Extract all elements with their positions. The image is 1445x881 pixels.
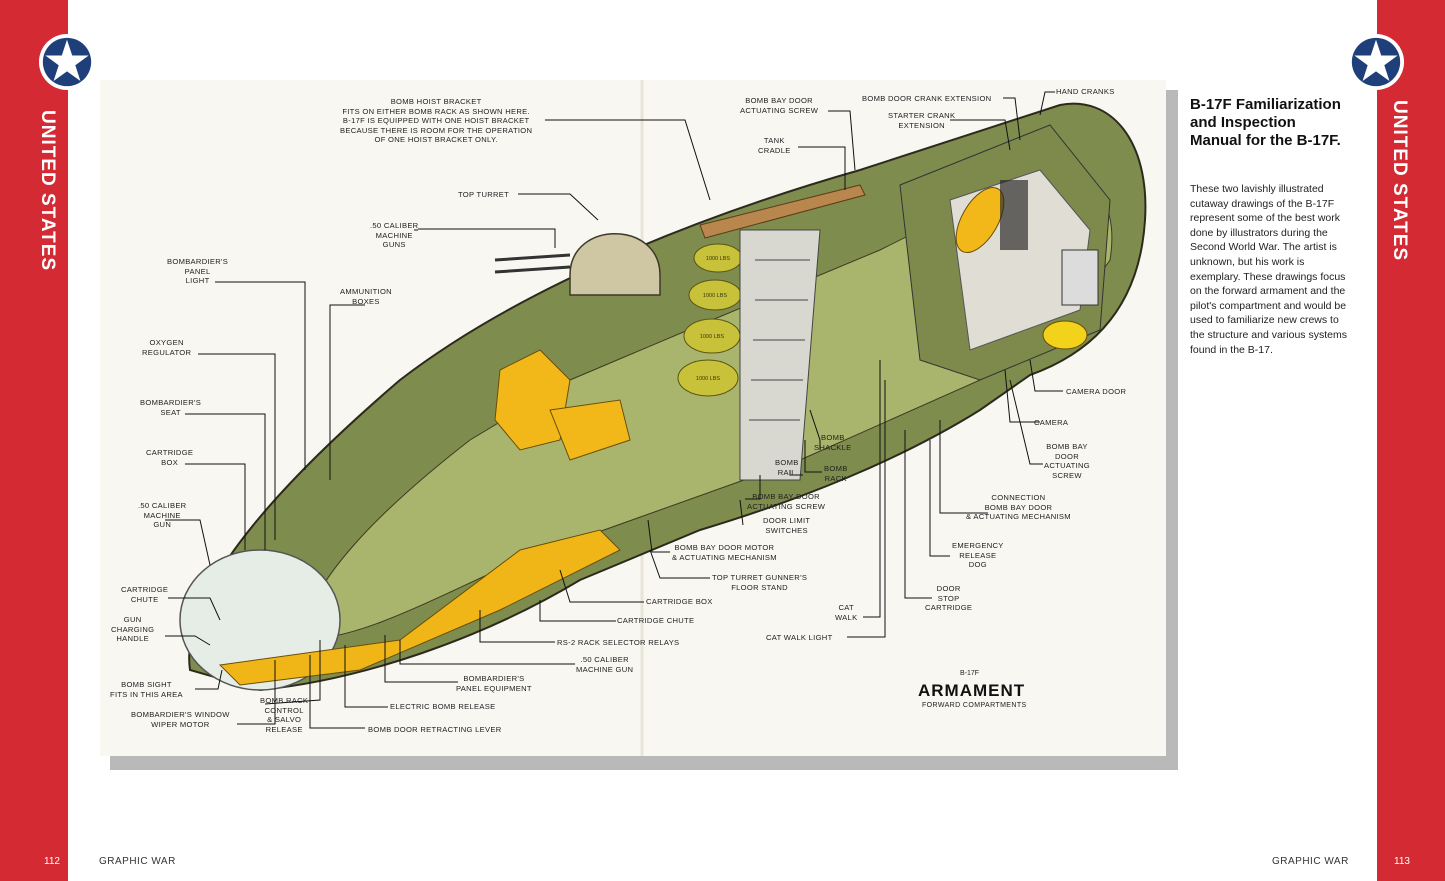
armament-model-label: B-17F: [960, 670, 980, 677]
star-roundel-icon: [38, 33, 96, 91]
cutaway-plate: 1000 LBS 1000 LBS 1000 LBS 1000 LBS BOMB HO…: [100, 80, 1166, 756]
callout-label: CARTRIDGE CHUTE: [617, 616, 695, 625]
section-title-left: UNITED STATES: [37, 110, 58, 272]
callout-label: BOMBARDIER'S PANEL LIGHT: [167, 257, 229, 285]
bomb-marking: 1000 LBS: [706, 256, 730, 262]
callout-label: DOOR STOP CARTRIDGE: [925, 584, 973, 612]
callout-label: CARTRIDGE BOX: [646, 597, 713, 606]
callout-label: .50 CALIBER MACHINE GUN: [138, 501, 187, 529]
callout-label: AMMUNITION BOXES: [340, 287, 392, 306]
callout-label: GUN CHARGING HANDLE: [111, 615, 155, 643]
callout-label: BOMB DOOR RETRACTING LEVER: [368, 725, 502, 734]
callout-label: RS-2 RACK SELECTOR RELAYS: [557, 638, 680, 647]
armament-subtitle: FORWARD COMPARTMENTS: [922, 702, 1027, 709]
callout-label: OXYGEN REGULATOR: [142, 338, 192, 357]
callout-label: BOMB RAIL: [775, 458, 799, 477]
page-number-left: 112: [44, 856, 60, 867]
bomb-marking: 1000 LBS: [696, 376, 720, 382]
callout-label: BOMB BAY DOOR ACTUATING SCREW: [747, 492, 826, 511]
callout-label: BOMB HOIST BRACKET FITS ON EITHER BOMB R…: [340, 97, 533, 144]
callout-label: CARTRIDGE CHUTE: [121, 585, 169, 604]
callout-label: TOP TURRET GUNNER'S FLOOR STAND: [712, 573, 808, 592]
callout-label: HAND CRANKS: [1056, 87, 1115, 96]
callout-label: .50 CALIBER MACHINE GUN: [576, 655, 634, 674]
callout-label: EMERGENCY RELEASE DOG: [952, 541, 1004, 569]
callout-label: ELECTRIC BOMB RELEASE: [390, 702, 496, 711]
callout-label: BOMB BAY DOOR ACTUATING SCREW: [1044, 442, 1091, 480]
callout-label: BOMB RACK: [824, 464, 848, 483]
callout-label: CAMERA DOOR: [1066, 387, 1127, 396]
callout-label: DOOR LIMIT SWITCHES: [763, 516, 811, 535]
article-body: These two lavishly illustrated cutaway d…: [1190, 183, 1347, 356]
left-red-band: [0, 0, 68, 881]
article-heading: B-17F Familiarization and Inspection Man…: [1190, 96, 1341, 149]
callout-label: TOP TURRET: [458, 190, 510, 199]
callout-label: CARTRIDGE BOX: [146, 448, 194, 467]
right-red-band: [1377, 0, 1445, 881]
bomb-marking: 1000 LBS: [703, 293, 727, 299]
callout-label: CAT WALK LIGHT: [766, 633, 833, 642]
callout-label: CONNECTION BOMB BAY DOOR & ACTUATING MEC…: [966, 493, 1071, 521]
section-title-right: UNITED STATES: [1389, 100, 1410, 262]
callout-label: BOMB BAY DOOR ACTUATING SCREW: [740, 96, 819, 115]
callout-label: STARTER CRANK EXTENSION: [888, 111, 956, 130]
b17-cutaway-illustration: 1000 LBS 1000 LBS 1000 LBS 1000 LBS: [165, 80, 1147, 756]
bomb-marking: 1000 LBS: [700, 334, 724, 340]
callout-label: BOMB SIGHT FITS IN THIS AREA: [110, 680, 183, 699]
callout-label: BOMBARDIER'S WINDOW WIPER MOTOR: [131, 710, 230, 729]
star-roundel-icon: [1347, 33, 1405, 91]
book-title-right: GRAPHIC WAR: [1272, 856, 1349, 867]
callout-label: BOMB RACK CONTROL & SALVO RELEASE: [260, 696, 309, 734]
callout-label: CAMERA: [1034, 418, 1069, 427]
callout-label: BOMB DOOR CRANK EXTENSION: [862, 94, 992, 103]
callout-label: BOMBARDIER'S SEAT: [140, 398, 202, 417]
callout-label: TANK CRADLE: [758, 136, 791, 155]
callout-label: BOMB SHACKLE: [814, 433, 852, 452]
book-title-left: GRAPHIC WAR: [99, 856, 176, 867]
callout-label: CAT WALK: [835, 603, 858, 622]
callout-label: BOMBARDIER'S PANEL EQUIPMENT: [456, 674, 532, 693]
callout-label: .50 CALIBER MACHINE GUNS: [370, 221, 419, 249]
armament-title: ARMAMENT: [918, 681, 1026, 700]
callout-label: BOMB BAY DOOR MOTOR & ACTUATING MECHANIS…: [672, 543, 777, 562]
page-number-right: 113: [1394, 856, 1410, 867]
